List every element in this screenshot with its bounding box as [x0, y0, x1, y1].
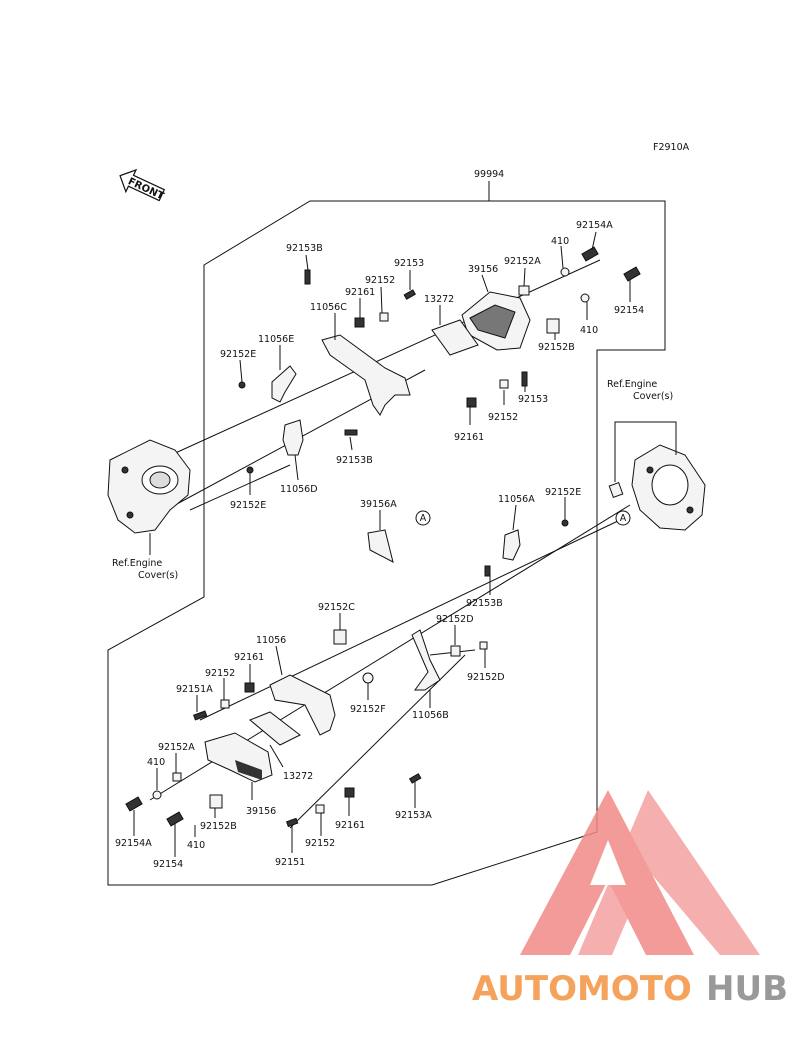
part-label: 39156: [246, 806, 276, 817]
part-label: 92152D: [467, 672, 505, 683]
part-label: 92152C: [318, 602, 355, 613]
svg-text:Cover(s): Cover(s): [138, 570, 178, 581]
automotohub-logo: [520, 790, 760, 955]
bracket-11056e: [271, 365, 297, 403]
part-label: 92152A: [158, 742, 195, 753]
part-label: 92153: [394, 258, 424, 269]
part-label: 11056: [256, 635, 286, 646]
part-label: 39156A: [360, 499, 397, 510]
part-label: 92161: [335, 820, 365, 831]
part-label: 11056A: [498, 494, 535, 505]
part-label: 92154A: [576, 220, 613, 231]
part-label: 92152: [205, 668, 235, 679]
frame-slider-lower: [204, 732, 273, 783]
part-label: 11056C: [310, 302, 347, 313]
part-label: 13272: [424, 294, 454, 305]
part-label: 410: [551, 236, 569, 247]
automotohub-wordmark: AUTOMOTO HUB: [472, 969, 788, 1009]
ref-marker-a-2: A: [615, 510, 631, 526]
bracket-11056a: [502, 529, 521, 561]
part-label: 92152: [305, 838, 335, 849]
part-label: 92154: [153, 859, 183, 870]
svg-text:HUB: HUB: [706, 969, 788, 1009]
bracket-11056c: [321, 334, 411, 416]
part-label: 92152B: [200, 821, 237, 832]
part-label: 11056B: [412, 710, 449, 721]
part-label: 13272: [283, 771, 313, 782]
part-label: 92152D: [436, 614, 474, 625]
part-label: 92161: [454, 432, 484, 443]
engine-cover-left: [107, 439, 191, 534]
leader-lines: [133, 231, 631, 857]
part-label: 92153B: [286, 243, 323, 254]
svg-text:Ref.Engine: Ref.Engine: [607, 379, 657, 390]
part-label: 11056E: [258, 334, 294, 345]
svg-text:A: A: [420, 513, 427, 524]
engine-cover-right: [631, 444, 706, 531]
part-label: 92153A: [395, 810, 432, 821]
part-label: 410: [147, 757, 165, 768]
part-label: 92161: [234, 652, 264, 663]
gasket-lower: [249, 711, 301, 746]
front-arrow-icon: FRONT: [119, 168, 166, 202]
ref-engine-top-right: Ref.Engine Cover(s): [607, 379, 673, 402]
part-label: 410: [580, 325, 598, 336]
svg-text:AUTOMOTO: AUTOMOTO: [472, 969, 692, 1009]
figure-id: F2910A: [653, 142, 690, 153]
part-label: 92154: [614, 305, 644, 316]
pad-39156a: [367, 529, 394, 563]
assembly-label: 99994: [474, 169, 504, 180]
bracket-11056: [269, 674, 336, 736]
gasket-upper: [431, 319, 479, 356]
part-label: 410: [187, 840, 205, 851]
ref-marker-a-1: A: [415, 510, 431, 526]
hardware-lower: [125, 629, 488, 828]
bracket-11056d: [282, 419, 304, 456]
part-label: 92153: [518, 394, 548, 405]
part-label: 92152E: [230, 500, 266, 511]
svg-text:Cover(s): Cover(s): [633, 391, 673, 402]
part-label: 92152A: [504, 256, 541, 267]
part-label: 92152E: [545, 487, 581, 498]
svg-text:A: A: [620, 513, 627, 524]
part-label: 11056D: [280, 484, 318, 495]
front-label: FRONT: [126, 176, 165, 202]
part-label: 92153B: [336, 455, 373, 466]
part-label: 92152: [365, 275, 395, 286]
part-label: 92151: [275, 857, 305, 868]
part-label: 39156: [468, 264, 498, 275]
part-label: 92153B: [466, 598, 503, 609]
part-label: 92152F: [350, 704, 386, 715]
part-labels: 92154A 410 92153B 92153 92152A 92152 391…: [115, 220, 644, 870]
part-label: 92152: [488, 412, 518, 423]
part-label: 92161: [345, 287, 375, 298]
frame-slider-upper: [461, 291, 531, 351]
part-label: 92152E: [220, 349, 256, 360]
hardware-upper: [238, 246, 641, 474]
ref-engine-bottom-left: Ref.Engine Cover(s): [112, 558, 178, 581]
part-label: 92154A: [115, 838, 152, 849]
part-label: 92151A: [176, 684, 213, 695]
part-label: 92152B: [538, 342, 575, 353]
svg-text:Ref.Engine: Ref.Engine: [112, 558, 162, 569]
assembly-frame-top: [107, 200, 666, 886]
bracket-11056b: [411, 629, 441, 691]
